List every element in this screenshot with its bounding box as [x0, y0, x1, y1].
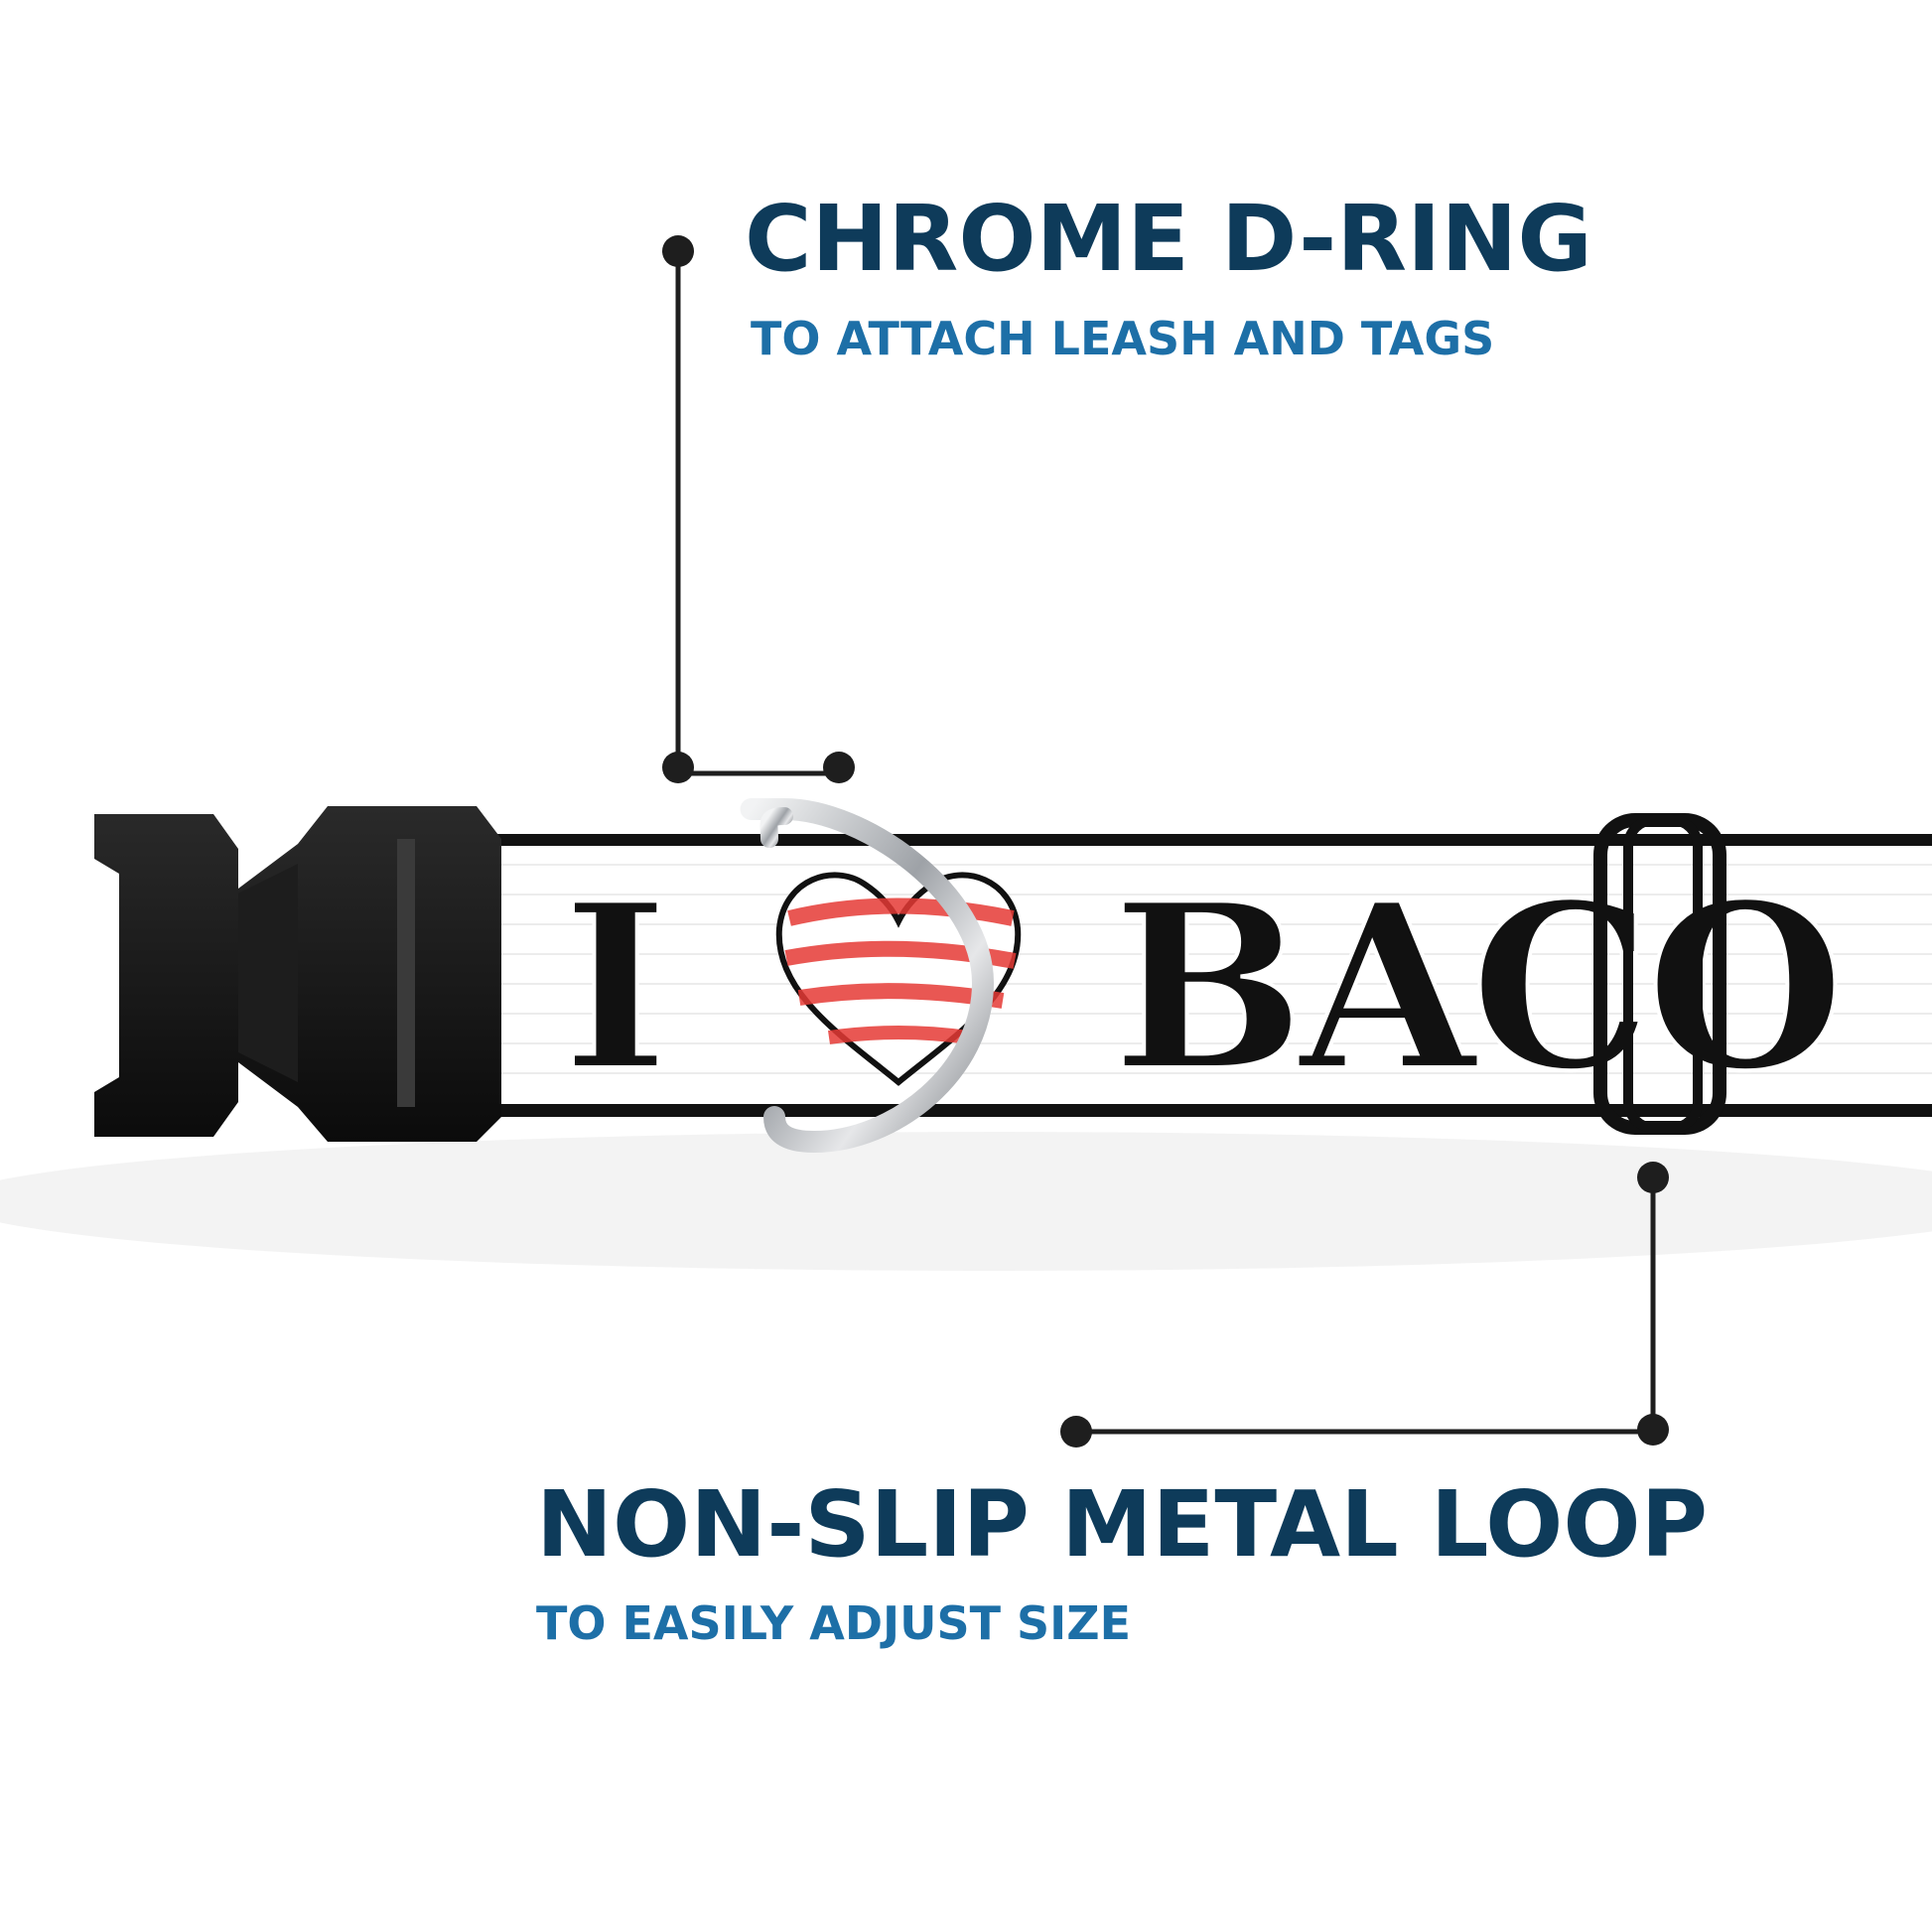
collar-strap: [402, 834, 1932, 1117]
buckle: [94, 806, 501, 1142]
loop-leader: [1060, 1162, 1669, 1448]
strap-texture: [407, 864, 1932, 1074]
d-ring: [740, 797, 995, 1154]
adjuster-loop: [1593, 813, 1726, 1135]
loop-callout-title: NON-SLIP METAL LOOP: [536, 1471, 1709, 1578]
strap-print-baco: BACO: [1112, 854, 1839, 1122]
d-ring-callout-title: CHROME D-RING: [745, 186, 1592, 292]
d-ring-callout-subtitle: TO ATTACH LEASH AND TAGS: [751, 312, 1495, 365]
d-ring-leader: [662, 235, 855, 783]
strap-print-I: I: [562, 854, 669, 1122]
collar-shadow: [0, 1132, 1932, 1271]
loop-callout-subtitle: TO EASILY ADJUST SIZE: [536, 1596, 1132, 1650]
